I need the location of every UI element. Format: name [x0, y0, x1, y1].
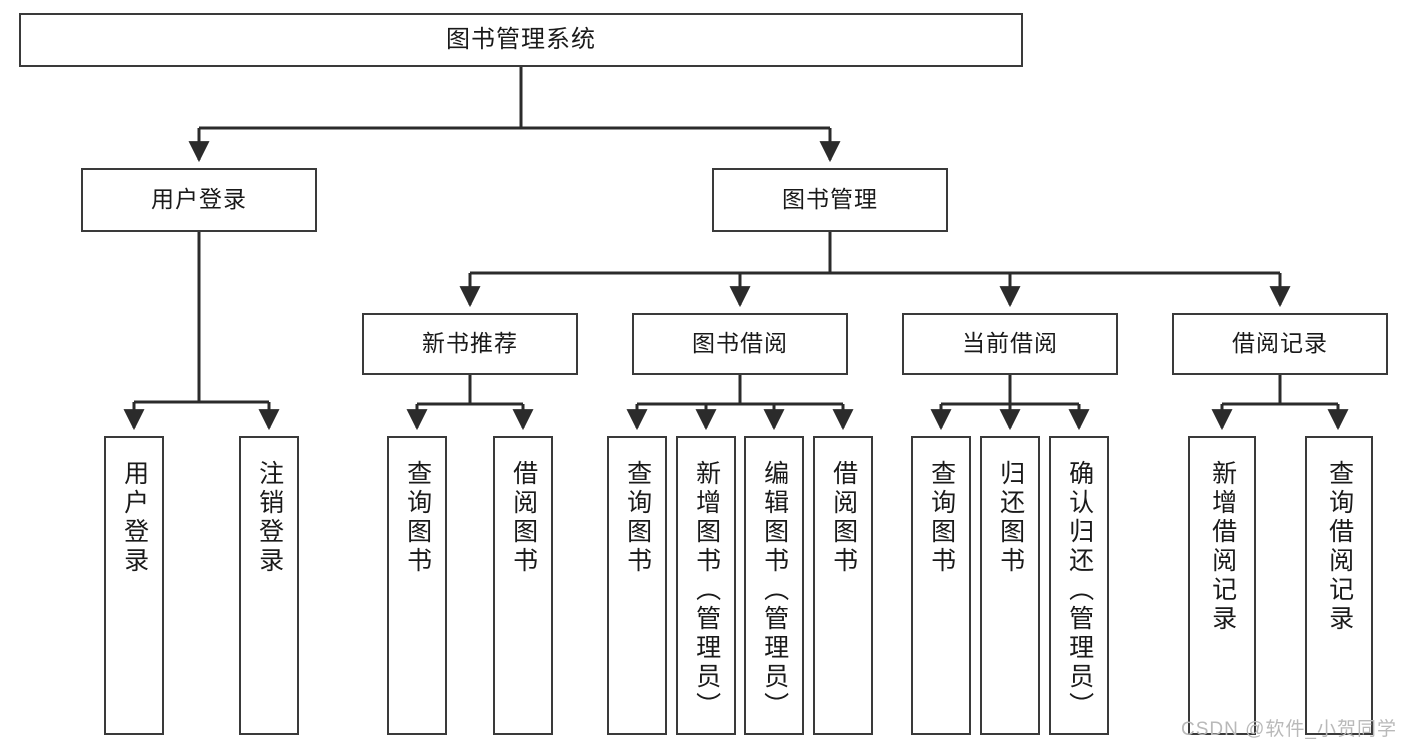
leaf-edit-book[interactable]: 编辑图书（管理员） [744, 436, 804, 735]
leaf-add-borrow-record[interactable]: 新增借阅记录 [1188, 436, 1256, 735]
node-label: 图书管理系统 [446, 25, 596, 53]
node-book-manage[interactable]: 图书管理 [712, 168, 948, 232]
node-label: 查询图书 [927, 460, 956, 576]
leaf-query-book-current[interactable]: 查询图书 [911, 436, 971, 735]
node-label: 新增图书（管理员） [692, 460, 721, 721]
node-label: 查询图书 [623, 460, 652, 576]
node-label: 用户登录 [120, 460, 149, 576]
node-label: 图书借阅 [692, 330, 788, 357]
leaf-query-book-recommend[interactable]: 查询图书 [387, 436, 447, 735]
node-root-system[interactable]: 图书管理系统 [19, 13, 1023, 67]
watermark-text: CSDN @软件_小贺同学 [1181, 719, 1397, 740]
node-book-borrow[interactable]: 图书借阅 [632, 313, 848, 375]
node-label: 借阅图书 [829, 460, 858, 576]
node-label: 用户登录 [151, 186, 247, 213]
node-label: 查询借阅记录 [1325, 460, 1354, 634]
leaf-user-login[interactable]: 用户登录 [104, 436, 164, 735]
node-label: 图书管理 [782, 186, 878, 213]
node-label: 借阅图书 [509, 460, 538, 576]
node-label: 编辑图书（管理员） [760, 460, 789, 721]
node-label: 新增借阅记录 [1208, 460, 1237, 634]
node-label: 注销登录 [255, 460, 284, 576]
node-user-login[interactable]: 用户登录 [81, 168, 317, 232]
node-label: 归还图书 [996, 460, 1025, 576]
leaf-add-book[interactable]: 新增图书（管理员） [676, 436, 736, 735]
node-borrow-record[interactable]: 借阅记录 [1172, 313, 1388, 375]
node-current-borrow[interactable]: 当前借阅 [902, 313, 1118, 375]
leaf-borrow-book-borrow[interactable]: 借阅图书 [813, 436, 873, 735]
leaf-query-borrow-record[interactable]: 查询借阅记录 [1305, 436, 1373, 735]
node-label: 新书推荐 [422, 330, 518, 357]
leaf-return-book[interactable]: 归还图书 [980, 436, 1040, 735]
node-new-book-recommend[interactable]: 新书推荐 [362, 313, 578, 375]
leaf-query-book-borrow[interactable]: 查询图书 [607, 436, 667, 735]
node-label: 确认归还（管理员） [1065, 460, 1094, 721]
leaf-logout-login[interactable]: 注销登录 [239, 436, 299, 735]
node-label: 借阅记录 [1232, 330, 1328, 357]
leaf-confirm-return[interactable]: 确认归还（管理员） [1049, 436, 1109, 735]
node-label: 当前借阅 [962, 330, 1058, 357]
node-label: 查询图书 [403, 460, 432, 576]
leaf-borrow-book-recommend[interactable]: 借阅图书 [493, 436, 553, 735]
